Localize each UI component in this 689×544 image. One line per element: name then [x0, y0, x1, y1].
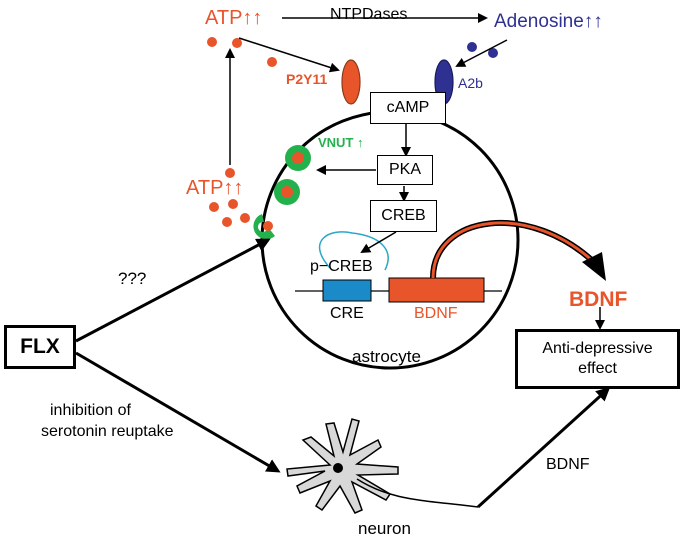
cre-element	[322, 279, 372, 302]
arrow-atp-p2y11	[238, 37, 340, 73]
bdnf-gene-label: BDNF	[414, 305, 458, 322]
pcreb-label: p−CREB	[310, 258, 373, 275]
a2b-label: A2b	[458, 75, 483, 91]
pcreb-loop	[318, 231, 389, 271]
vnut-vesicles	[253, 145, 311, 240]
inhibition-label-line1: inhibition of	[50, 402, 131, 419]
cre-label: CRE	[330, 305, 364, 322]
flx-box: FLX	[4, 325, 76, 369]
antidepressive-effect-box: Anti-depressive effect	[515, 329, 680, 389]
unknown-label: ???	[118, 269, 147, 288]
inhibition-label-line2: serotonin reuptake	[41, 423, 174, 440]
arrow-adenosine-a2b	[455, 39, 508, 67]
p2y11-label-text: P2Y11	[286, 71, 328, 87]
astrocyte-label: astrocyte	[352, 347, 421, 366]
creb-box: CREB	[370, 200, 437, 232]
neuron-cell	[286, 418, 479, 514]
arrow-neuron-effect	[476, 386, 611, 509]
p2y11-label: P2Y11	[286, 72, 327, 86]
camp-box: cAMP	[370, 92, 446, 124]
atp-label-mid: ATP↑↑	[186, 177, 244, 199]
arrow-flx-astrocyte	[75, 238, 271, 343]
vnut-label: VNUT ↑	[318, 135, 364, 150]
pka-box: PKA	[377, 155, 433, 185]
adenosine-molecules	[467, 42, 498, 58]
ntpdases-label: NTPDases	[330, 6, 408, 23]
neuron-label: neuron	[358, 519, 411, 538]
adenosine-label: Adenosine↑↑	[494, 11, 603, 32]
arrow-flx-neuron	[75, 351, 281, 473]
arrow-creb-pcreb	[360, 231, 397, 254]
atp-molecules-top	[207, 37, 277, 67]
atp-label-top: ATP↑↑	[205, 7, 263, 29]
bdnf-output-label: BDNF	[569, 288, 628, 311]
atp-molecules-mid	[209, 168, 250, 227]
antidepressive-line2: effect	[578, 360, 617, 377]
bdnf-neuron-label: BDNF	[546, 456, 590, 473]
p2y11-receptor	[341, 59, 361, 105]
bdnf-gene	[388, 277, 485, 303]
antidepressive-line1: Anti-depressive	[542, 340, 653, 357]
